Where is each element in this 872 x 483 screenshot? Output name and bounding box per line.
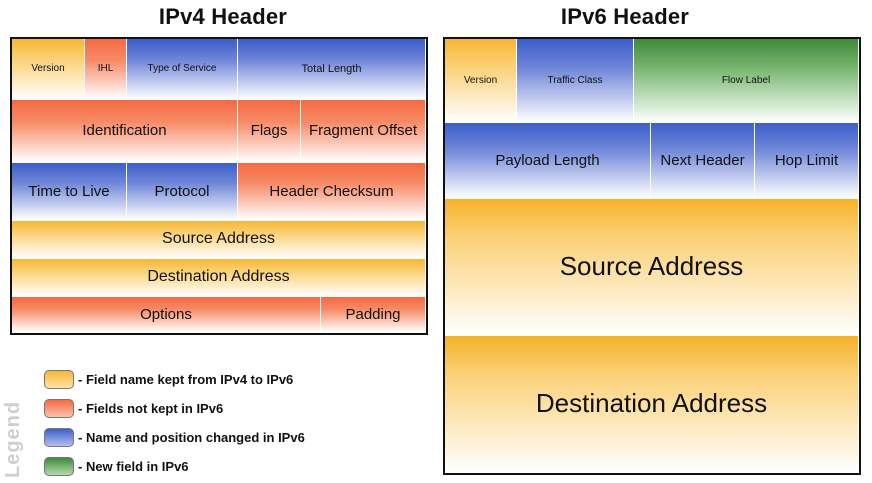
- ipv4-flags-field: Flags: [238, 100, 301, 163]
- legend-swatch-blue: [44, 427, 74, 447]
- legend-item-changed: - Name and position changed in IPv6: [44, 426, 305, 448]
- legend-swatch-red: [44, 398, 74, 418]
- ipv4-destination-address-field: Destination Address: [12, 259, 426, 297]
- legend-item-kept: - Field name kept from IPv4 to IPv6: [44, 368, 293, 390]
- ipv4-type-of-service-field: Type of Service: [127, 39, 238, 100]
- ipv6-hop-limit-field: Hop Limit: [755, 123, 859, 199]
- ipv4-version-field: Version: [12, 39, 85, 100]
- ipv6-flow-label-field: Flow Label: [634, 39, 859, 123]
- ipv6-version-field: Version: [445, 39, 517, 123]
- ipv4-padding-field: Padding: [321, 297, 426, 333]
- ipv4-header-diagram: Version IHL Type of Service Total Length…: [10, 37, 428, 335]
- legend-label: - Name and position changed in IPv6: [78, 429, 305, 445]
- ipv6-payload-length-field: Payload Length: [445, 123, 651, 199]
- ipv6-traffic-class-field: Traffic Class: [517, 39, 634, 123]
- ipv6-next-header-field: Next Header: [651, 123, 755, 199]
- ipv4-options-field: Options: [12, 297, 321, 333]
- legend-item-new: - New field in IPv6: [44, 455, 189, 477]
- ipv4-protocol-field: Protocol: [127, 163, 238, 221]
- legend-swatch-yellow: [44, 369, 74, 389]
- legend-label: - Fields not kept in IPv6: [78, 400, 224, 416]
- legend-swatch-green: [44, 456, 74, 476]
- ipv4-fragment-offset-field: Fragment Offset: [301, 100, 426, 163]
- ipv4-title: IPv4 Header: [158, 4, 288, 29]
- ipv6-header-diagram: Version Traffic Class Flow Label Payload…: [443, 37, 861, 475]
- ipv6-title: IPv6 Header: [560, 4, 690, 29]
- legend-label: - New field in IPv6: [78, 458, 189, 474]
- ipv4-total-length-field: Total Length: [238, 39, 426, 100]
- legend-label: - Field name kept from IPv4 to IPv6: [78, 371, 294, 387]
- legend-item-not-kept: - Fields not kept in IPv6: [44, 397, 223, 419]
- ipv6-destination-address-field: Destination Address: [445, 336, 859, 473]
- ipv4-ihl-field: IHL: [85, 39, 127, 100]
- ipv6-source-address-field: Source Address: [445, 199, 859, 336]
- ipv4-source-address-field: Source Address: [12, 221, 426, 259]
- ipv4-identification-field: Identification: [12, 100, 238, 163]
- ipv4-time-to-live-field: Time to Live: [12, 163, 127, 221]
- legend-title: Legend: [2, 400, 24, 478]
- ipv4-header-checksum-field: Header Checksum: [238, 163, 426, 221]
